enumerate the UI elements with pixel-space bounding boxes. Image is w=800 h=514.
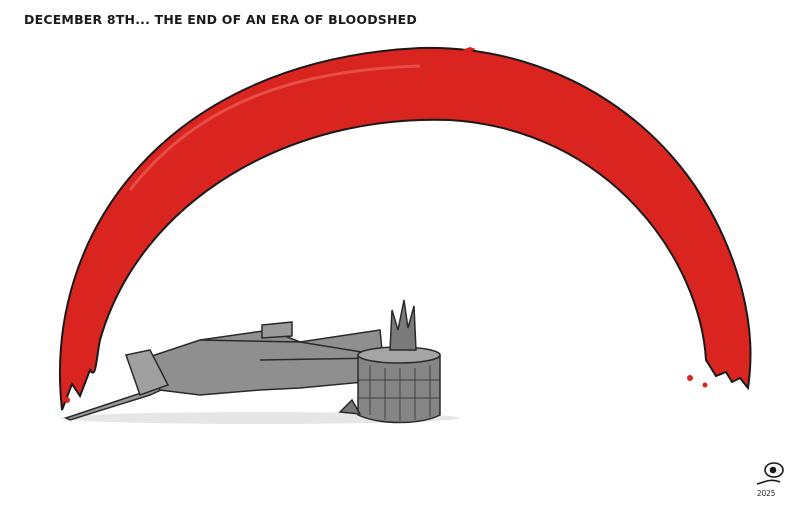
artist-signature [756,462,784,485]
cartoon-caption: DECEMBER 8TH... THE END OF AN ERA OF BLO… [24,12,417,27]
signature-year: 2025 [757,489,776,498]
blood-arc [59,46,752,411]
statue-pedestal [338,299,441,424]
fallen-statue [64,321,386,421]
